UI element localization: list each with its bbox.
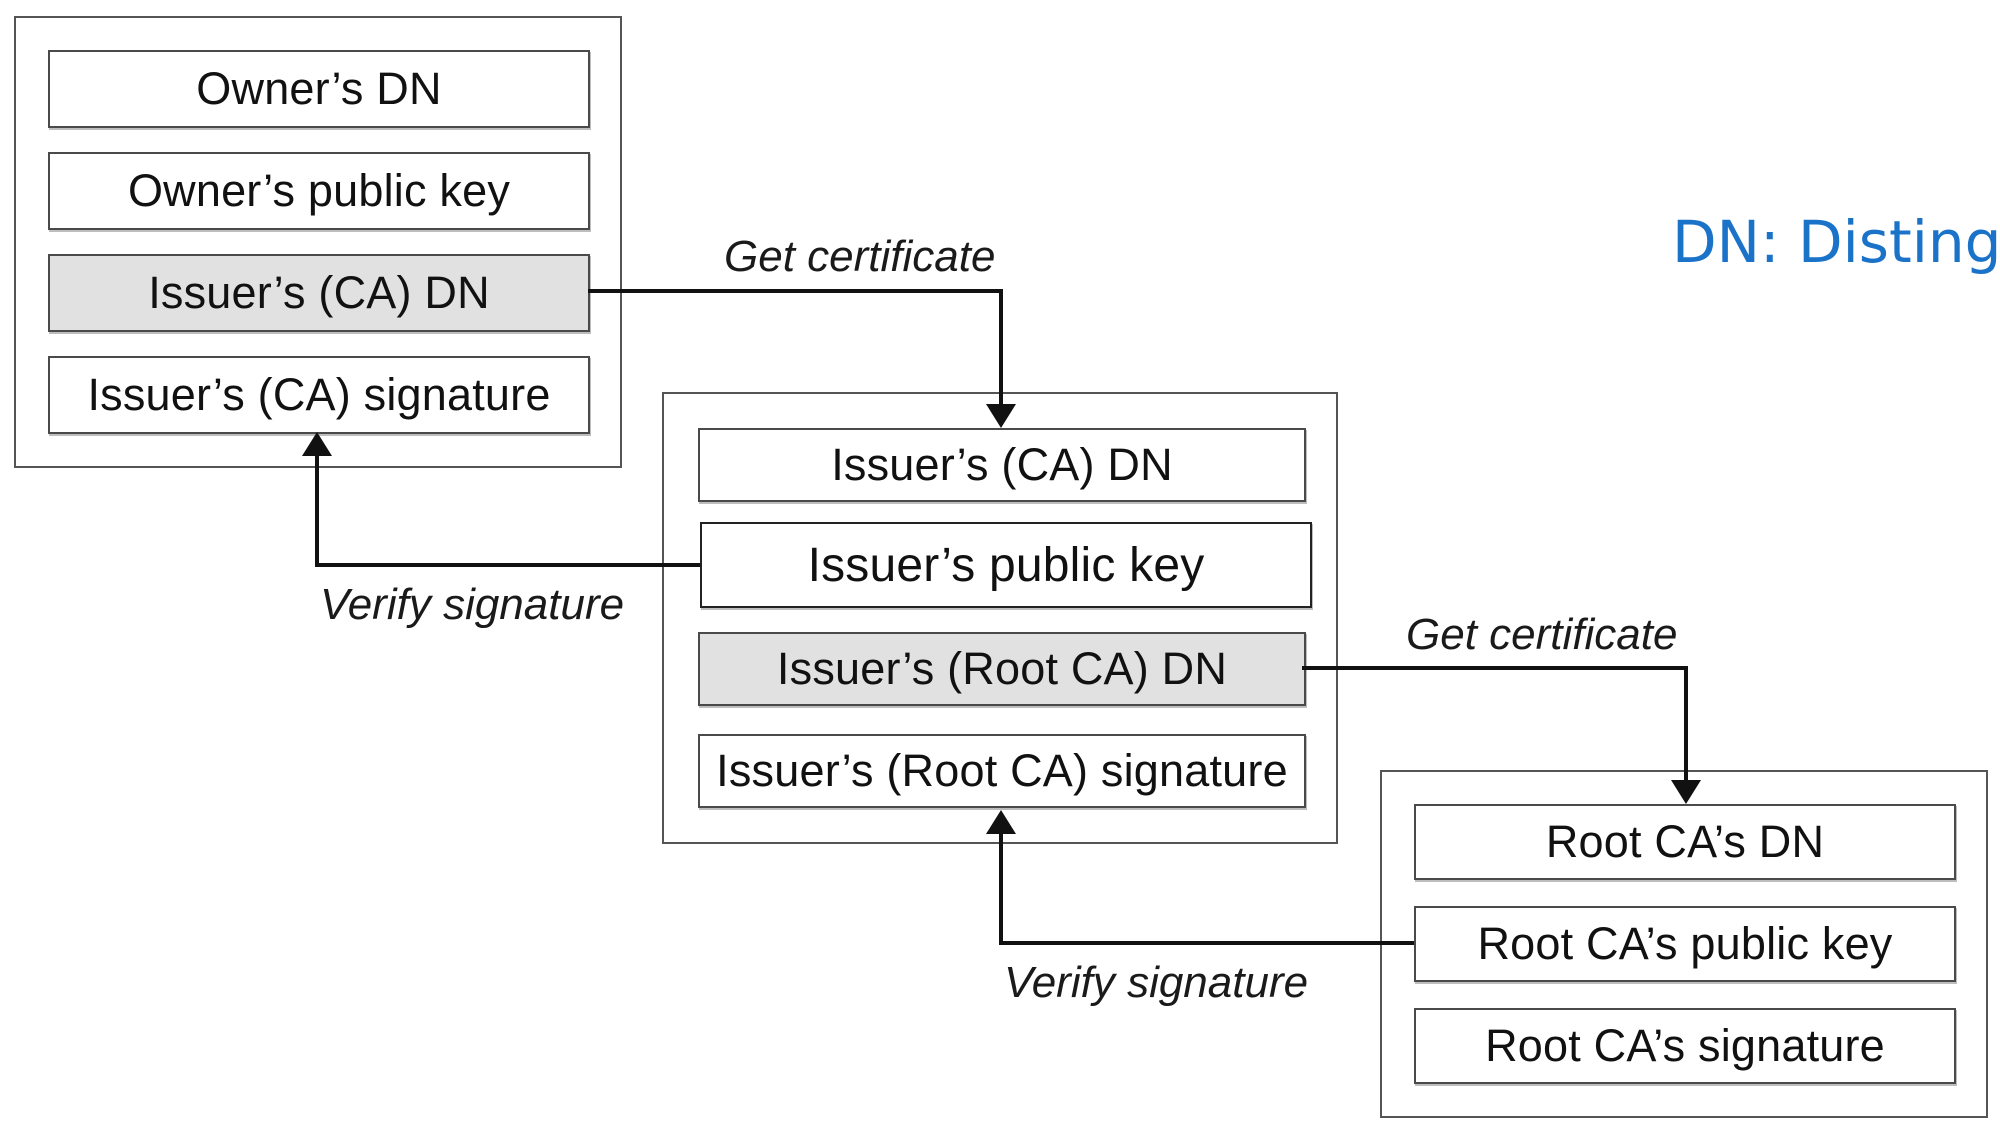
root-ca-signature-field: Root CA’s signature [1414,1008,1956,1084]
ca-issuer-public-key-field: Issuer’s public key [700,522,1312,608]
ca-certificate: Issuer’s (CA) DN Issuer’s public key Iss… [662,392,1338,844]
root-ca-public-key-field: Root CA’s public key [1414,906,1956,982]
ca-root-signature-field: Issuer’s (Root CA) signature [698,734,1306,808]
verify-signature-arrowhead-2 [986,810,1016,834]
get-certificate-arrowhead-2 [1671,780,1701,804]
verify-signature-arrowhead-1 [302,432,332,456]
get-certificate-label-1: Get certificate [724,232,996,281]
owner-dn-field: Owner’s DN [48,50,590,128]
owner-certificate: Owner’s DN Owner’s public key Issuer’s (… [14,16,622,468]
get-certificate-label-2: Get certificate [1406,610,1678,659]
verify-signature-arrow-1 [315,452,700,567]
verify-signature-label-2: Verify signature [1004,958,1309,1007]
get-certificate-arrowhead-1 [986,404,1016,428]
verify-signature-arrow-2 [999,830,1414,945]
root-ca-certificate: Root CA’s DN Root CA’s public key Root C… [1380,770,1988,1118]
ca-root-issuer-dn-field: Issuer’s (Root CA) DN [698,632,1306,706]
ca-issuer-dn-field: Issuer’s (CA) DN [698,428,1306,502]
verify-signature-label-1: Verify signature [320,580,625,629]
get-certificate-arrow-1 [588,289,1003,406]
root-ca-dn-field: Root CA’s DN [1414,804,1956,880]
owner-issuer-dn-field: Issuer’s (CA) DN [48,254,590,332]
owner-public-key-field: Owner’s public key [48,152,590,230]
dn-note: DN: Distingui [1672,208,2000,276]
get-certificate-arrow-2 [1302,666,1688,782]
owner-issuer-signature-field: Issuer’s (CA) signature [48,356,590,434]
